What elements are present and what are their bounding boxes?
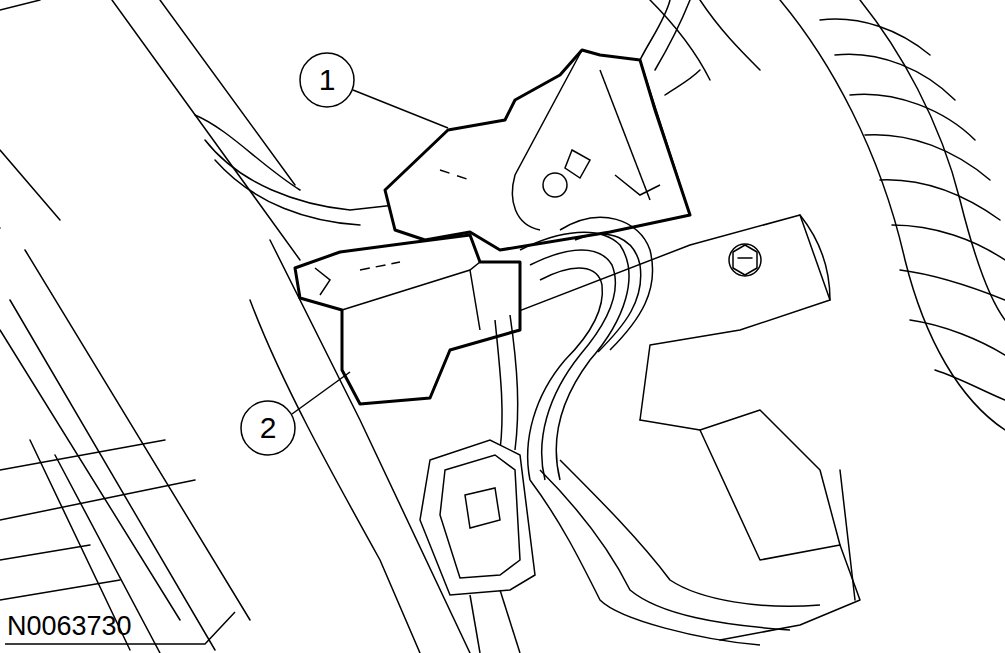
callout-number: 1 xyxy=(319,65,336,95)
figure-code: N0063730 xyxy=(7,613,132,640)
callout-number: 2 xyxy=(260,413,277,443)
